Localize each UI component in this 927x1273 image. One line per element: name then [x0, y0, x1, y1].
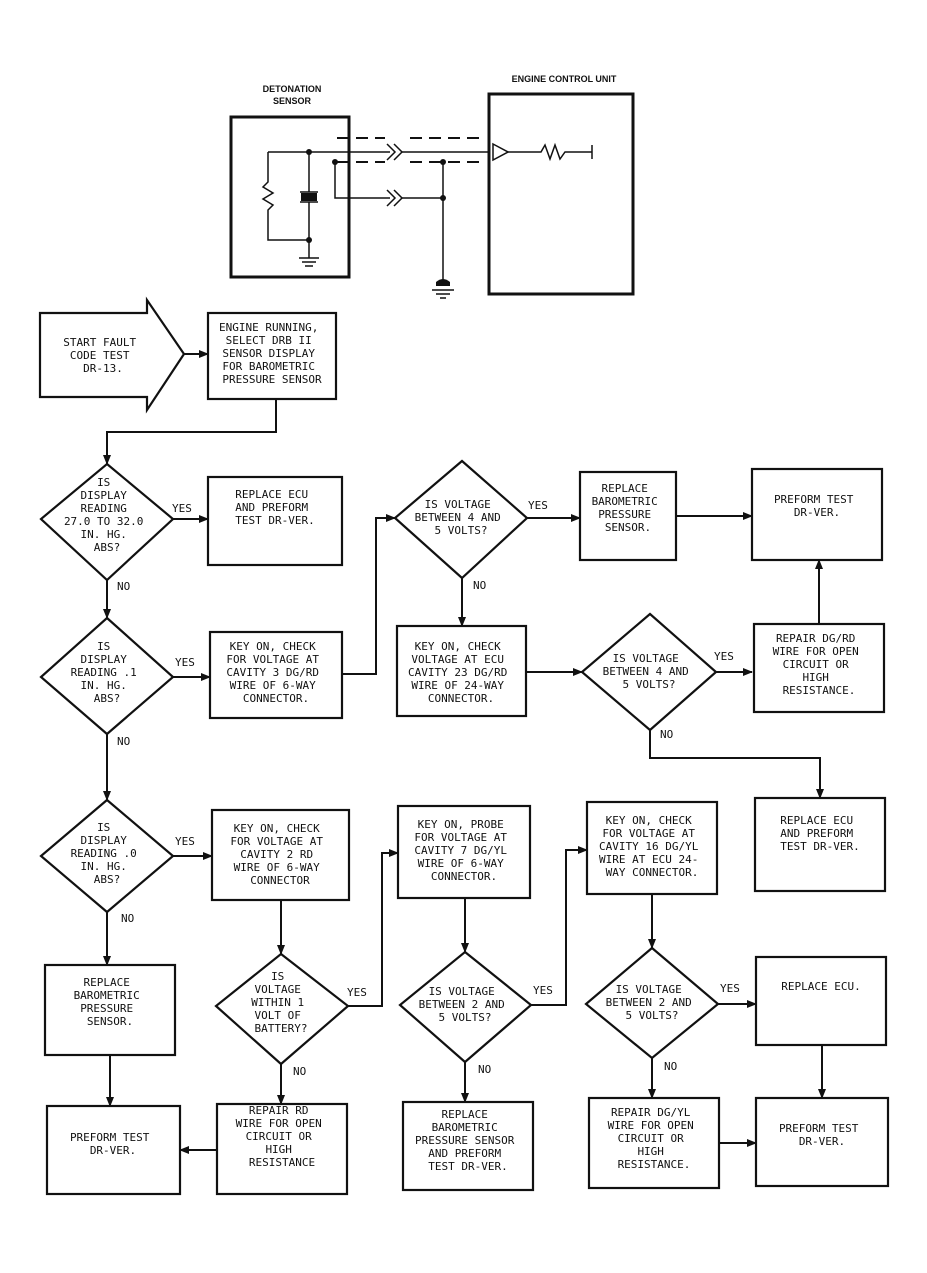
- step-replace-ecu-2: REPLACE ECU AND PREFORM TEST DR-VER.: [753, 796, 887, 893]
- svg-text:KEY ON, CHECK FOR VOLTAG: KEY ON, CHECK FOR VOLTAGE AT CAVITY 16 D…: [599, 814, 705, 879]
- decision-voltage-4-5-b: IS VOLTAGE BETWEEN 4 AND 5 VOLTS?: [580, 612, 718, 732]
- svg-text:REPLACE BAROMETRIC: REPLACE BAROMETRIC PRESSURE SENSOR AND P…: [415, 1108, 521, 1173]
- decision-within-1-volt-battery: IS VOLTAGE WITHIN 1 VOLT OF BATTERY?: [214, 952, 350, 1066]
- svg-text:REPLACE ECU AND PREFORM: REPLACE ECU AND PREFORM TEST DR-VER.: [780, 814, 859, 853]
- connectors: [103, 350, 826, 1154]
- step-probe-cavity-7: KEY ON, PROBE FOR VOLTAGE AT CAVITY 7 DG…: [396, 804, 532, 900]
- step-replace-baro-sensor-1: REPLACE BAROMETRIC PRESSURE SENSOR.: [578, 470, 678, 562]
- d6-yes-label: YES: [347, 986, 367, 999]
- svg-text:PREFORM TEST DR-VER.: PREFORM TEST DR-VER.: [774, 493, 860, 519]
- step-preform-test-1: PREFORM TEST DR-VER.: [750, 467, 884, 562]
- step-preform-test-3: PREFORM TEST DR-VER.: [754, 1096, 890, 1188]
- d1-yes-label: YES: [172, 502, 192, 515]
- d3-yes-label: YES: [528, 499, 548, 512]
- svg-text:KEY ON, PROBE FOR VOLTAG: KEY ON, PROBE FOR VOLTAGE AT CAVITY 7 DG…: [414, 818, 513, 883]
- svg-text:IS VOLTAGE BETWEEN 4 AND: IS VOLTAGE BETWEEN 4 AND 5 VOLTS?: [603, 652, 696, 691]
- svg-text:REPAIR DG/RD WIRE FOR OP: REPAIR DG/RD WIRE FOR OPEN CIRCUIT OR HI…: [773, 632, 866, 697]
- step-check-ecu-cavity-23: KEY ON, CHECK VOLTAGE AT ECU CAVITY 23 D…: [395, 624, 528, 718]
- svg-text:KEY ON, CHECK FOR VOLTAG: KEY ON, CHECK FOR VOLTAGE AT CAVITY 2 RD…: [230, 822, 329, 887]
- svg-text:REPLACE ECU AND PREFORM: REPLACE ECU AND PREFORM TEST DR-VER.: [235, 488, 314, 527]
- sensor-title-line-2: SENSOR: [273, 96, 312, 106]
- d4-no-label: NO: [660, 728, 673, 741]
- d3-no-label: NO: [473, 579, 486, 592]
- svg-text:IS VOLTAGE BETWEEN 4 AND: IS VOLTAGE BETWEEN 4 AND 5 VOLTS?: [415, 498, 508, 537]
- d5-no-label: NO: [121, 912, 134, 925]
- d1-no-label: NO: [117, 580, 130, 593]
- step-repair-dg-rd-wire: REPAIR DG/RD WIRE FOR OPEN CIRCUIT OR HI…: [752, 622, 886, 714]
- ecu-box: [487, 92, 635, 296]
- d8-no-label: NO: [664, 1060, 677, 1073]
- d2-no-label: NO: [117, 735, 130, 748]
- svg-text:ENGINE RUNNING, SELECT D: ENGINE RUNNING, SELECT DRB II SENSOR DIS…: [219, 321, 325, 386]
- svg-text:REPAIR DG/YL WIRE FOR OP: REPAIR DG/YL WIRE FOR OPEN CIRCUIT OR HI…: [608, 1106, 701, 1171]
- piezo-element: [301, 193, 317, 201]
- step-check-cavity-3: KEY ON, CHECK FOR VOLTAGE AT CAVITY 3 DG…: [208, 630, 344, 720]
- ecu-title: ENGINE CONTROL UNIT: [512, 74, 617, 84]
- svg-text:REPLACE ECU.: REPLACE ECU.: [781, 980, 860, 993]
- d8-yes-label: YES: [720, 982, 740, 995]
- d4-yes-label: YES: [714, 650, 734, 663]
- wiring-schematic: DETONATION SENSOR ENGINE CONTROL UNIT: [229, 74, 635, 299]
- svg-text:IS DISPLAY READING: IS DISPLAY READING 27.0 TO 32.0 IN. HG. …: [64, 476, 150, 554]
- step-preform-test-2: PREFORM TEST DR-VER.: [45, 1104, 182, 1196]
- step-check-ecu-cavity-16: KEY ON, CHECK FOR VOLTAGE AT CAVITY 16 D…: [585, 800, 719, 896]
- detonation-sensor-box: [229, 115, 351, 279]
- step-repair-rd-wire: REPAIR RD WIRE FOR OPEN CIRCUIT OR HIGH …: [215, 1102, 349, 1196]
- decision-voltage-2-5-a: IS VOLTAGE BETWEEN 2 AND 5 VOLTS?: [398, 950, 533, 1064]
- decision-display-27-32: IS DISPLAY READING 27.0 TO 32.0 IN. HG. …: [39, 462, 175, 582]
- d5-yes-label: YES: [175, 835, 195, 848]
- decision-voltage-2-5-b: IS VOLTAGE BETWEEN 2 AND 5 VOLTS?: [584, 946, 720, 1060]
- d2-yes-label: YES: [175, 656, 195, 669]
- svg-text:IS VOLTAGE BETWEEN 2 AND: IS VOLTAGE BETWEEN 2 AND 5 VOLTS?: [606, 983, 699, 1022]
- svg-text:KEY ON, CHECK VOLTAGE AT: KEY ON, CHECK VOLTAGE AT ECU CAVITY 23 D…: [408, 640, 514, 705]
- step-replace-ecu-3: REPLACE ECU.: [754, 955, 888, 1047]
- ecu-input-triangle-icon: [492, 142, 510, 162]
- svg-text:REPAIR RD WIRE FOR OPEN: REPAIR RD WIRE FOR OPEN CIRCUIT OR HIGH …: [236, 1104, 329, 1169]
- step-engine-running: ENGINE RUNNING, SELECT DRB II SENSOR DIS…: [206, 311, 338, 401]
- decision-voltage-4-5-a: IS VOLTAGE BETWEEN 4 AND 5 VOLTS?: [393, 459, 529, 580]
- start-label: START FAULT CODE TEST DR-13.: [63, 336, 142, 375]
- step-replace-baro-sensor-3: REPLACE BAROMETRIC PRESSURE SENSOR AND P…: [401, 1100, 535, 1192]
- svg-text:PREFORM TEST DR-VER.: PREFORM TEST DR-VER.: [779, 1122, 865, 1148]
- sensor-ground-icon: [299, 257, 319, 267]
- d7-no-label: NO: [478, 1063, 491, 1076]
- d6-no-label: NO: [293, 1065, 306, 1078]
- svg-text:REPLACE BAROMETRIC: REPLACE BAROMETRIC PRESSURE SENSOR.: [74, 976, 147, 1028]
- step-replace-ecu-1: REPLACE ECU AND PREFORM TEST DR-VER.: [206, 475, 344, 567]
- step-repair-dg-yl-wire: REPAIR DG/YL WIRE FOR OPEN CIRCUIT OR HI…: [587, 1096, 721, 1190]
- svg-text:IS DISPLAY READING: IS DISPLAY READING .0 IN. HG. ABS?: [71, 821, 144, 886]
- svg-text:IS DISPLAY READING: IS DISPLAY READING .1 IN. HG. ABS?: [71, 640, 144, 705]
- step-check-cavity-2: KEY ON, CHECK FOR VOLTAGE AT CAVITY 2 RD…: [210, 808, 351, 902]
- resistor-symbol: [261, 152, 309, 241]
- ecu-resistor-symbol: [508, 142, 593, 162]
- ecu-ground-icon: [432, 289, 454, 299]
- decision-display-0-1: IS DISPLAY READING .1 IN. HG. ABS?: [39, 616, 175, 736]
- svg-text:REPLACE BAROMETRIC: REPLACE BAROMETRIC PRESSURE SENSOR.: [592, 482, 665, 534]
- svg-text:IS VOLTAGE BETWEEN 2 AND: IS VOLTAGE BETWEEN 2 AND 5 VOLTS?: [419, 985, 512, 1024]
- capacitor-symbol: [300, 152, 318, 258]
- svg-text:KEY ON, CHECK FOR VOLTAG: KEY ON, CHECK FOR VOLTAGE AT CAVITY 3 DG…: [226, 640, 325, 705]
- decision-display-0-0: IS DISPLAY READING .0 IN. HG. ABS?: [39, 798, 175, 914]
- sensor-title-line-1: DETONATION: [263, 84, 322, 94]
- answer-labels: YES NO YES NO YES NO YES NO YES NO YES N…: [117, 499, 740, 1078]
- step-replace-baro-sensor-2: REPLACE BAROMETRIC PRESSURE SENSOR.: [43, 963, 177, 1057]
- start-arrow: START FAULT CODE TEST DR-13.: [38, 296, 186, 414]
- d7-yes-label: YES: [533, 984, 553, 997]
- svg-text:PREFORM TEST DR-VER.: PREFORM TEST DR-VER.: [70, 1131, 156, 1157]
- svg-text:IS VOLTAGE WITHIN: IS VOLTAGE WITHIN 1 VOLT OF BATTERY?: [251, 970, 311, 1035]
